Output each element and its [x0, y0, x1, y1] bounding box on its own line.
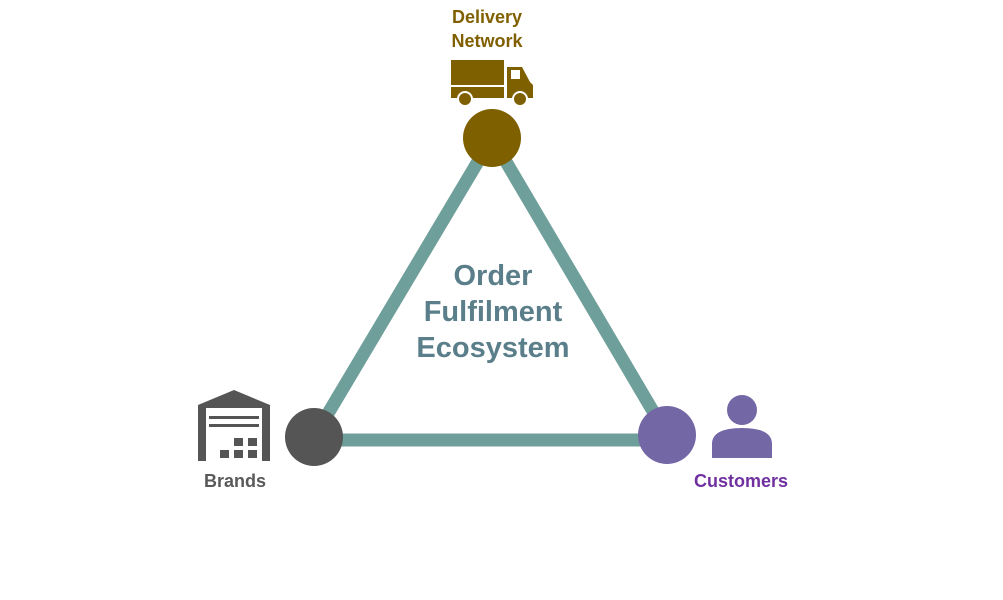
truck-icon	[451, 60, 533, 107]
warehouse-icon	[198, 390, 270, 461]
person-icon	[712, 395, 772, 458]
delivery-label-line2: Network	[451, 31, 523, 51]
edge-delivery-customers	[486, 134, 673, 439]
center-title-line3: Ecosystem	[416, 332, 570, 364]
delivery-network-label: Delivery Network	[420, 5, 554, 53]
brands-node	[285, 408, 343, 466]
edge-delivery-brands	[308, 134, 498, 441]
center-title-line2: Fulfilment	[423, 296, 563, 328]
customers-label: Customers	[693, 471, 789, 491]
customers-node	[638, 406, 696, 464]
delivery-label-line1: Delivery	[451, 7, 523, 27]
center-title-line1: Order	[453, 260, 533, 292]
delivery-node	[463, 109, 521, 167]
center-title: Order Fulfilment Ecosystem	[393, 258, 593, 366]
brands-label: Brands	[203, 471, 266, 491]
